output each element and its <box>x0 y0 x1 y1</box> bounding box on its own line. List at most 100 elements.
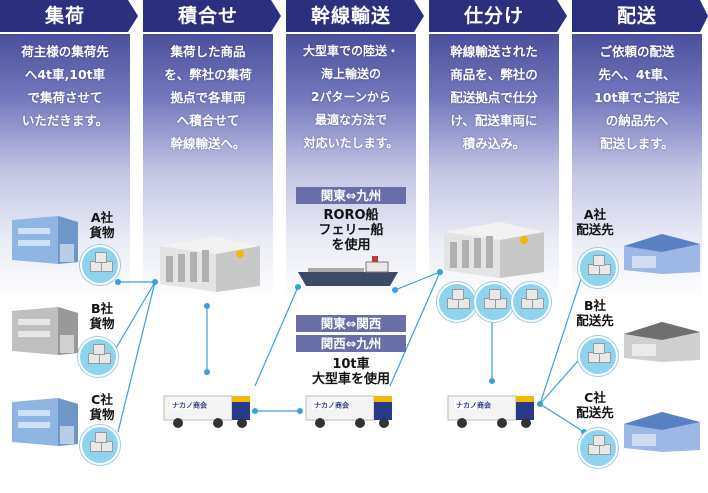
connector-dot <box>204 369 210 375</box>
label-line: 配送先 <box>576 222 614 237</box>
desc-line: で集荷させて <box>27 90 103 105</box>
step-description-delivery: ご依頼の配送 先へ、4t車、 10t車でご指定 の納品先へ 配送します。 <box>572 40 702 155</box>
label-line: 貨物 <box>89 407 115 422</box>
desc-line: の納品先へ <box>605 113 669 128</box>
label-line: 配送先 <box>576 405 614 420</box>
label-line: フェリー船 <box>318 223 384 238</box>
desc-line: を、弊社の集荷 <box>164 67 252 82</box>
land-route-bar-1: 関東⇔関西 <box>296 315 406 332</box>
sorted-cargo-circle-3 <box>511 282 551 322</box>
truck-trunk: ナカノ商会 <box>305 395 392 428</box>
label-line: を使用 <box>331 238 371 253</box>
shipper-label-a: A社 貨物 <box>80 210 124 240</box>
label-line: A社 <box>583 207 607 222</box>
destination-cargo-b <box>578 336 618 376</box>
shipper-building-c <box>12 398 78 446</box>
label-line: B社 <box>583 298 607 313</box>
truck-delivery: ナカノ商会 <box>447 395 534 428</box>
desc-line: へ4t車,10t車 <box>24 67 106 82</box>
connector-dot <box>489 378 495 384</box>
step-header-sorting: 仕分け <box>429 0 567 32</box>
connector-dot <box>297 408 303 414</box>
shipper-label-c: C社 貨物 <box>80 392 124 422</box>
cargo-circle-b <box>78 337 118 377</box>
label-line: 配送先 <box>576 313 614 328</box>
destination-cargo-a <box>578 248 618 288</box>
step-description-sorting: 幹線輸送された 商品を、弊社の 配送拠点で仕分 け、配送車両に 積み込み。 <box>429 40 559 155</box>
desc-line: 最適な方法で <box>314 113 387 127</box>
land-route-text: 10t車 大型車を使用 <box>291 357 411 387</box>
connector-dot <box>152 279 158 285</box>
shipper-building-a <box>12 216 78 264</box>
sorting-warehouse <box>444 222 544 278</box>
sorted-cargo-circle-1 <box>437 282 477 322</box>
label-line: 大型車を使用 <box>311 372 390 387</box>
step-header-consolidation: 積合せ <box>143 0 281 32</box>
step-description-collection: 荷主様の集荷先 へ4t車,10t車 で集荷させて いただきます。 <box>0 40 130 132</box>
desc-line: 積み込み。 <box>462 136 526 151</box>
desc-line: ご依頼の配送 <box>599 44 675 59</box>
destination-label-a: A社 配送先 <box>572 207 618 237</box>
label-line: 貨物 <box>89 316 115 331</box>
consolidation-warehouse <box>160 236 260 292</box>
desc-line: 先へ、4t車、 <box>598 67 676 82</box>
connector-dot <box>537 401 543 407</box>
desc-line: 海上輸送の <box>320 67 381 81</box>
land-route-bar-2: 関西⇔九州 <box>296 335 406 352</box>
ship <box>298 256 398 286</box>
truck-logo-text: ナカノ商会 <box>314 401 350 410</box>
destination-cargo-c <box>578 428 618 468</box>
desc-line: 対応いたします。 <box>303 136 399 150</box>
destination-building-c <box>624 412 700 452</box>
desc-line: け、配送車両に <box>450 113 538 128</box>
step-header-delivery: 配送 <box>572 0 708 32</box>
step-title: 配送 <box>616 5 657 27</box>
desc-line: へ積合せて <box>176 113 240 128</box>
destination-label-c: C社 配送先 <box>572 390 618 420</box>
connector-dot <box>252 408 258 414</box>
connector-dot <box>295 284 301 290</box>
desc-line: 大型車での陸送・ <box>302 44 399 58</box>
shipper-building-b <box>12 307 78 355</box>
label-line: C社 <box>584 390 606 405</box>
label-line: 貨物 <box>89 225 115 240</box>
step-description-consolidation: 集荷した商品 を、弊社の集荷 拠点で各車両 へ積合せて 幹線輸送へ。 <box>143 40 273 155</box>
destination-label-b: B社 配送先 <box>572 298 618 328</box>
cargo-circle-a <box>80 245 120 285</box>
desc-line: 幹線輸送された <box>450 44 538 59</box>
step-description-trunk-transport: 大型車での陸送・ 海上輸送の 2パターンから 最適な方法で 対応いたします。 <box>286 40 416 155</box>
connector-dot <box>437 269 443 275</box>
cargo-circle-c <box>80 425 120 465</box>
desc-line: 商品を、弊社の <box>450 67 538 82</box>
desc-line: 集荷した商品 <box>170 44 246 59</box>
desc-line: 配送拠点で仕分 <box>450 90 538 105</box>
sea-route-text: RORO船 フェリー船 を使用 <box>291 208 411 253</box>
desc-line: 幹線輸送へ。 <box>170 136 246 151</box>
connector-dot <box>392 287 398 293</box>
label-line: B社 <box>90 301 114 316</box>
step-title: 幹線輸送 <box>310 5 391 27</box>
truck-logo-text: ナカノ商会 <box>456 401 492 410</box>
label-line: 10t車 <box>332 357 370 372</box>
step-title: 集荷 <box>44 5 85 27</box>
desc-line: 10t車でご指定 <box>594 90 680 105</box>
desc-line: 荷主様の集荷先 <box>21 44 109 59</box>
shipper-label-b: B社 貨物 <box>80 301 124 331</box>
desc-line: 2パターンから <box>311 90 391 104</box>
label-line: A社 <box>90 210 114 225</box>
step-header-trunk-transport: 幹線輸送 <box>286 0 424 32</box>
destination-building-b <box>624 322 700 362</box>
step-title: 仕分け <box>463 5 524 27</box>
desc-line: 拠点で各車両 <box>170 90 246 105</box>
sorted-cargo-circle-2 <box>474 282 514 322</box>
step-header-collection: 集荷 <box>0 0 138 32</box>
truck-logo-text: ナカノ商会 <box>172 401 208 410</box>
label-line: RORO船 <box>323 208 379 223</box>
desc-line: 配送します。 <box>600 136 674 151</box>
sea-route-bar: 関東⇔九州 <box>296 187 406 204</box>
connector-dot <box>115 279 121 285</box>
desc-line: いただきます。 <box>21 113 109 128</box>
connector-dot <box>204 303 210 309</box>
